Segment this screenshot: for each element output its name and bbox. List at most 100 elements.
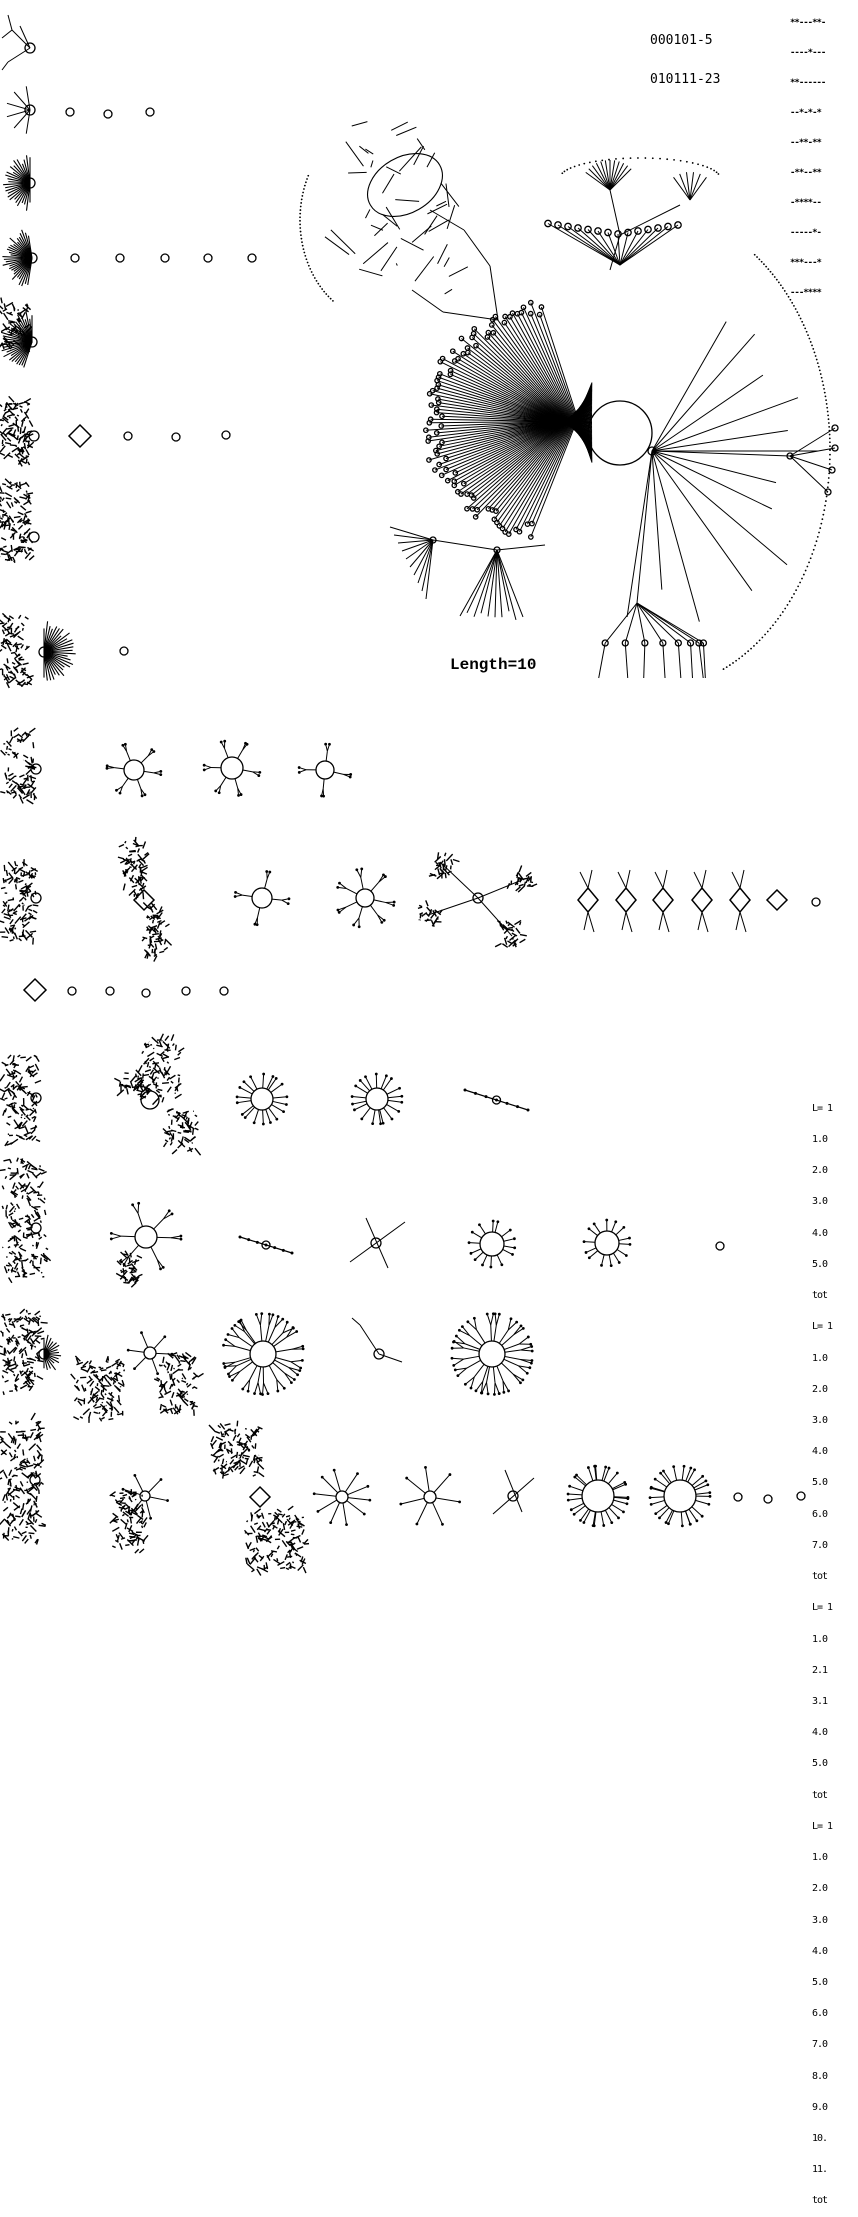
- graph-rows: [0, 15, 820, 1576]
- side-listing-line: 1.0: [812, 1635, 832, 1645]
- isolated-vertex: [68, 987, 76, 995]
- dense-tree-graph: [0, 1158, 51, 1283]
- central-ring: [588, 401, 652, 465]
- pattern-line: **------: [790, 78, 825, 88]
- isolated-vertex: [104, 110, 112, 118]
- side-listing-line: 4.0: [812, 1229, 832, 1239]
- side-listing-line: tot: [812, 1572, 832, 1582]
- dense-tree-graph: [209, 1421, 264, 1479]
- isolated-vertex: [222, 431, 230, 439]
- side-listing-line: 1.0: [812, 1135, 832, 1145]
- graph-code-line: 010111-23: [650, 73, 720, 86]
- side-listing-line: 5.0: [812, 1978, 832, 1988]
- dense-tree-graph: [134, 1034, 184, 1105]
- isolated-vertex: [220, 987, 228, 995]
- side-listing-line: 9.0: [812, 2103, 832, 2113]
- pattern-line: ***---*: [790, 258, 825, 268]
- isolated-vertex: [71, 254, 79, 262]
- dense-tree-graph: [154, 1352, 203, 1415]
- cyclic-tree-graph: [298, 743, 352, 798]
- pattern-line: ---****: [790, 288, 825, 298]
- side-listing-line: L= 1: [812, 1322, 832, 1332]
- isolated-vertex: [120, 647, 128, 655]
- pattern-line: --**-**: [790, 138, 825, 148]
- diamond-graph: [69, 425, 91, 447]
- side-listing-line: tot: [812, 1791, 832, 1801]
- isolated-vertex: [797, 1492, 805, 1500]
- fan-graph: [2, 230, 37, 286]
- path-graph: [464, 1089, 530, 1112]
- sun-graph: [583, 1219, 632, 1267]
- isolated-vertex: [248, 254, 256, 262]
- tree-graph: [2, 15, 35, 70]
- fan-graph: [3, 155, 35, 210]
- side-listing-line: 5.0: [812, 1478, 832, 1488]
- side-listing-line: 1.0: [812, 1354, 832, 1364]
- dense-tree-graph: [0, 479, 34, 563]
- isolated-vertex: [146, 108, 154, 116]
- side-listing-line: 5.0: [812, 1759, 832, 1769]
- diamond-tree-graph: [616, 870, 636, 932]
- side-listing-line: 3.1: [812, 1697, 832, 1707]
- pattern-line: --*-*-*: [790, 108, 825, 118]
- length-label: Length=10: [450, 656, 536, 674]
- side-listing-line: 7.0: [812, 2040, 832, 2050]
- diamond-tree-graph: [730, 870, 750, 932]
- fan-graph: [39, 1335, 61, 1370]
- dense-sun-graph: [649, 1465, 712, 1527]
- right-subtree: [652, 425, 838, 495]
- side-listing-line: tot: [812, 2196, 832, 2206]
- cyclic-tree-graph: [234, 870, 291, 926]
- isolated-vertex: [106, 987, 114, 995]
- side-listing-line: 2.0: [812, 1166, 832, 1176]
- dense-sun-graph: [222, 1312, 304, 1396]
- dense-tree-graph: [0, 1309, 48, 1395]
- dense-tree-graph: [163, 1109, 201, 1155]
- dense-tree-graph: [0, 728, 36, 804]
- diamond-graph: [24, 979, 46, 1001]
- side-listing-line: 4.0: [812, 1947, 832, 1957]
- side-listing-line: 11.: [812, 2165, 832, 2175]
- side-listing-line: 2.0: [812, 1385, 832, 1395]
- graph-code-line: 000101-5: [650, 34, 720, 47]
- side-listing-line: 7.0: [812, 1541, 832, 1551]
- side-listing: L= 1 1.0 2.0 3.0 4.0 5.0 tot L= 1 1.0 2.…: [812, 1083, 832, 2217]
- lower-left-subtree: [390, 527, 545, 620]
- diamond-tree-graph: [692, 870, 712, 932]
- isolated-vertex: [182, 987, 190, 995]
- large-fan: [424, 300, 592, 539]
- side-listing-line: 1.0: [812, 1853, 832, 1863]
- diamond-tree-graph: [578, 870, 598, 932]
- isolated-vertex: [142, 989, 150, 997]
- side-listing-line: 5.0: [812, 1260, 832, 1270]
- diamond-graph: [250, 1487, 270, 1507]
- sun-graph: [468, 1220, 516, 1269]
- side-listing-line: L= 1: [812, 1603, 832, 1613]
- side-listing-line: tot: [812, 1291, 832, 1301]
- isolated-vertex: [66, 108, 74, 116]
- dense-tree-graph: [0, 613, 34, 688]
- right-spokes: [627, 322, 818, 622]
- star-tree-graph: [399, 1466, 461, 1526]
- dense-tree-graph: [244, 1506, 309, 1575]
- star-tree-graph: [127, 1331, 174, 1375]
- dense-tree-graph: [142, 903, 171, 962]
- cross-tree-graph: [493, 1470, 534, 1514]
- side-listing-line: L= 1: [812, 1822, 832, 1832]
- isolated-vertex: [161, 254, 169, 262]
- side-listing-line: 4.0: [812, 1728, 832, 1738]
- side-listing-line: 8.0: [812, 2072, 832, 2082]
- cyclic-tree-graph: [203, 740, 261, 797]
- path-graph: [239, 1236, 294, 1255]
- cross-tree-graph: [350, 1218, 405, 1268]
- pattern-line: **---**-: [790, 18, 825, 28]
- side-listing-line: 6.0: [812, 2009, 832, 2019]
- side-listing-line: 3.0: [812, 1416, 832, 1426]
- pattern-line: -----*-: [790, 228, 825, 238]
- bottom-subtree: [599, 451, 707, 678]
- dense-tree-graph: [0, 1413, 46, 1544]
- side-listing-line: 6.0: [812, 1510, 832, 1520]
- graph-drawing-sheet: [0, 0, 858, 1589]
- isolated-vertex: [716, 1242, 724, 1250]
- dense-tree-graph: [71, 1356, 125, 1423]
